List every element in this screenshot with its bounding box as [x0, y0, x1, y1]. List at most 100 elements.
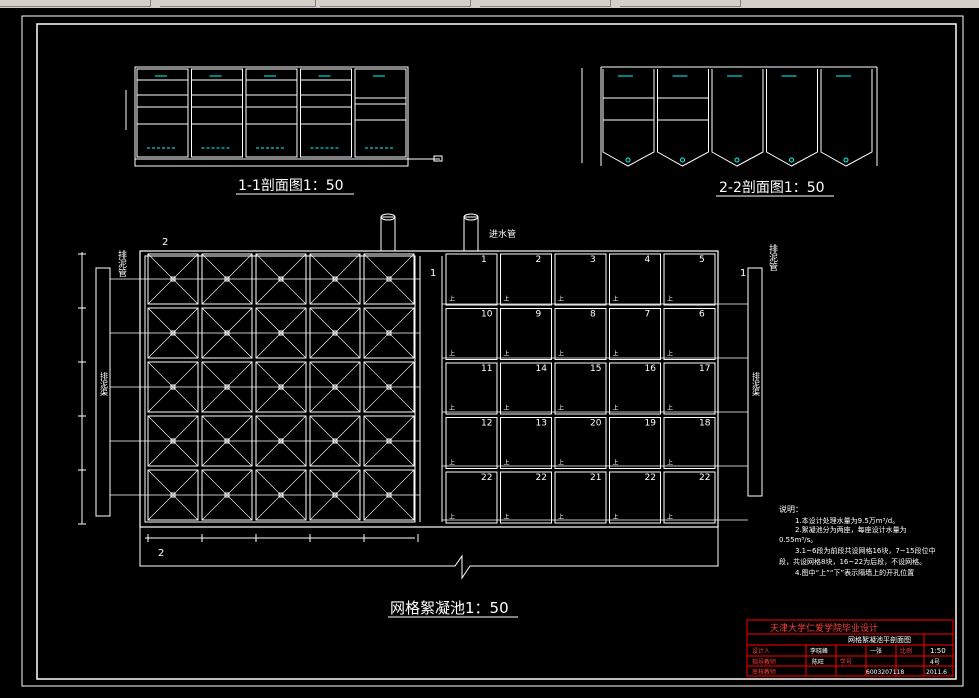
cell-opening-mark: 上	[613, 459, 619, 467]
title-block	[746, 619, 954, 677]
numbered-cell	[554, 362, 607, 415]
section-2-2-drain-point	[734, 157, 740, 163]
cell-opening-mark: 上	[613, 404, 619, 412]
section-2-2-drain-point	[625, 157, 631, 163]
titleblock-school: 天津大学仁爱学院毕业设计	[770, 622, 878, 634]
note-line: 3.1~6段为前段共设网格16块，7~15段位中	[795, 546, 936, 555]
note-line: 1.本设计处理水量为9.5万m³/d。	[795, 516, 899, 525]
cell-number: 11	[481, 364, 492, 374]
toolbar-segment[interactable]	[480, 0, 611, 7]
numbered-cell	[554, 417, 607, 469]
section-1-1-bay	[245, 68, 298, 158]
cell-opening-mark: 上	[504, 404, 510, 412]
titleblock-cell: 2011.6	[926, 669, 947, 676]
section-1-1-bay	[300, 68, 352, 158]
titleblock-cell: 审核教师	[752, 668, 776, 676]
section-2-2-hopper	[711, 69, 764, 167]
cell-number: 22	[699, 473, 710, 483]
cell-number: 9	[536, 310, 542, 320]
numbered-cell	[500, 417, 552, 469]
cell-opening-mark: 上	[558, 513, 564, 521]
cell-opening-mark: 上	[449, 350, 455, 358]
cell-opening-mark: 上	[667, 295, 673, 303]
cell-opening-mark: 上	[558, 404, 564, 412]
cell-number: 21	[590, 473, 601, 483]
section-2-2-hopper	[766, 69, 818, 167]
cell-number: 18	[699, 419, 711, 429]
cell-opening-mark: 上	[449, 295, 455, 303]
toolbar-segment[interactable]	[0, 0, 151, 7]
numbered-cell	[554, 308, 607, 360]
plan-title: 网格絮凝池1：50	[390, 599, 509, 617]
numbered-cell	[445, 362, 498, 415]
toolbar-segment[interactable]	[160, 0, 316, 7]
inner-frame	[36, 23, 957, 680]
note-line: 2.絮凝池分为两座，每座设计水量为	[795, 525, 907, 534]
section-2-2-hopper	[820, 69, 873, 167]
cell-number: 13	[536, 419, 547, 429]
toolbar-segment[interactable]	[320, 0, 471, 7]
cell-number: 3	[590, 255, 596, 265]
inlet-pipe-label: 进水管	[489, 228, 516, 240]
section-mark-1-left: 1	[430, 268, 436, 279]
section-2-2	[581, 66, 878, 167]
section-1-1	[125, 66, 443, 167]
cell-opening-mark: 上	[449, 513, 455, 521]
cell-number: 16	[645, 364, 657, 374]
cell-number: 17	[699, 364, 710, 374]
design-notes: 说明： 1.本设计处理水量为9.5万m³/d。 2.絮凝池分为两座，每座设计水量…	[779, 504, 936, 577]
numbered-cell	[609, 253, 661, 306]
cell-opening-mark: 上	[449, 404, 455, 412]
cell-number: 5	[699, 255, 705, 265]
section-1-1-bay	[191, 68, 243, 158]
numbered-cell	[500, 471, 552, 524]
titleblock-cell: 4号	[930, 659, 940, 666]
numbered-cell	[663, 308, 716, 360]
numbered-cell	[554, 471, 607, 524]
numbered-cell	[609, 308, 661, 360]
section-1-1-title: 1-1剖面图1：50	[238, 178, 344, 194]
titleblock-drawing-name: 网格絮凝池平剖面图	[848, 635, 911, 644]
numbered-cell	[445, 253, 498, 306]
cell-opening-mark: 上	[504, 295, 510, 303]
section-2-2-drain-point	[680, 157, 685, 163]
numbered-cell	[554, 253, 607, 306]
cell-number: 10	[481, 310, 493, 320]
section-2-2-drain-point	[789, 157, 794, 163]
numbered-cell	[445, 417, 498, 469]
cell-number: 19	[645, 419, 657, 429]
toolbar-segment[interactable]	[620, 0, 741, 7]
cell-number: 14	[536, 364, 548, 374]
section-2-2-drain-point	[843, 157, 849, 163]
titleblock-cell: 6003207118	[866, 669, 904, 676]
titleblock-cell: 比例	[900, 647, 912, 655]
numbered-cell	[609, 362, 661, 415]
section-mark-2-top: 2	[162, 237, 168, 248]
titleblock-cell: 李晓峰	[810, 647, 828, 655]
numbered-cell	[445, 308, 498, 360]
titleblock-cell: 学号	[840, 658, 852, 666]
numbered-cell	[500, 253, 552, 306]
cell-number: 22	[536, 473, 547, 483]
numbered-cell	[663, 471, 716, 524]
notes-heading: 说明：	[779, 504, 803, 514]
cell-number: 20	[590, 419, 602, 429]
cell-opening-mark: 上	[558, 295, 564, 303]
cell-opening-mark: 上	[667, 459, 673, 467]
numbered-cell	[609, 417, 661, 469]
cell-number: 8	[590, 310, 596, 320]
cell-opening-mark: 上	[667, 513, 673, 521]
titleblock-cell: 一张	[870, 647, 882, 655]
section-mark-1-right: 1	[740, 268, 746, 279]
cell-number: 22	[481, 473, 492, 483]
note-line: 段，共设网格8块，16~22为后段，不设网格。	[779, 557, 926, 566]
cell-opening-mark: 上	[613, 295, 619, 303]
plan-view: 1上2上3上4上5上10上9上8上7上6上11上14上15上16上17上12上1…	[78, 213, 763, 580]
titleblock-cell: 陈旺	[812, 658, 824, 666]
cell-opening-mark: 上	[558, 350, 564, 358]
cell-number: 1	[481, 255, 487, 265]
cell-opening-mark: 上	[613, 513, 619, 521]
section-2-2-hopper	[602, 69, 655, 167]
numbered-cell	[663, 417, 716, 469]
